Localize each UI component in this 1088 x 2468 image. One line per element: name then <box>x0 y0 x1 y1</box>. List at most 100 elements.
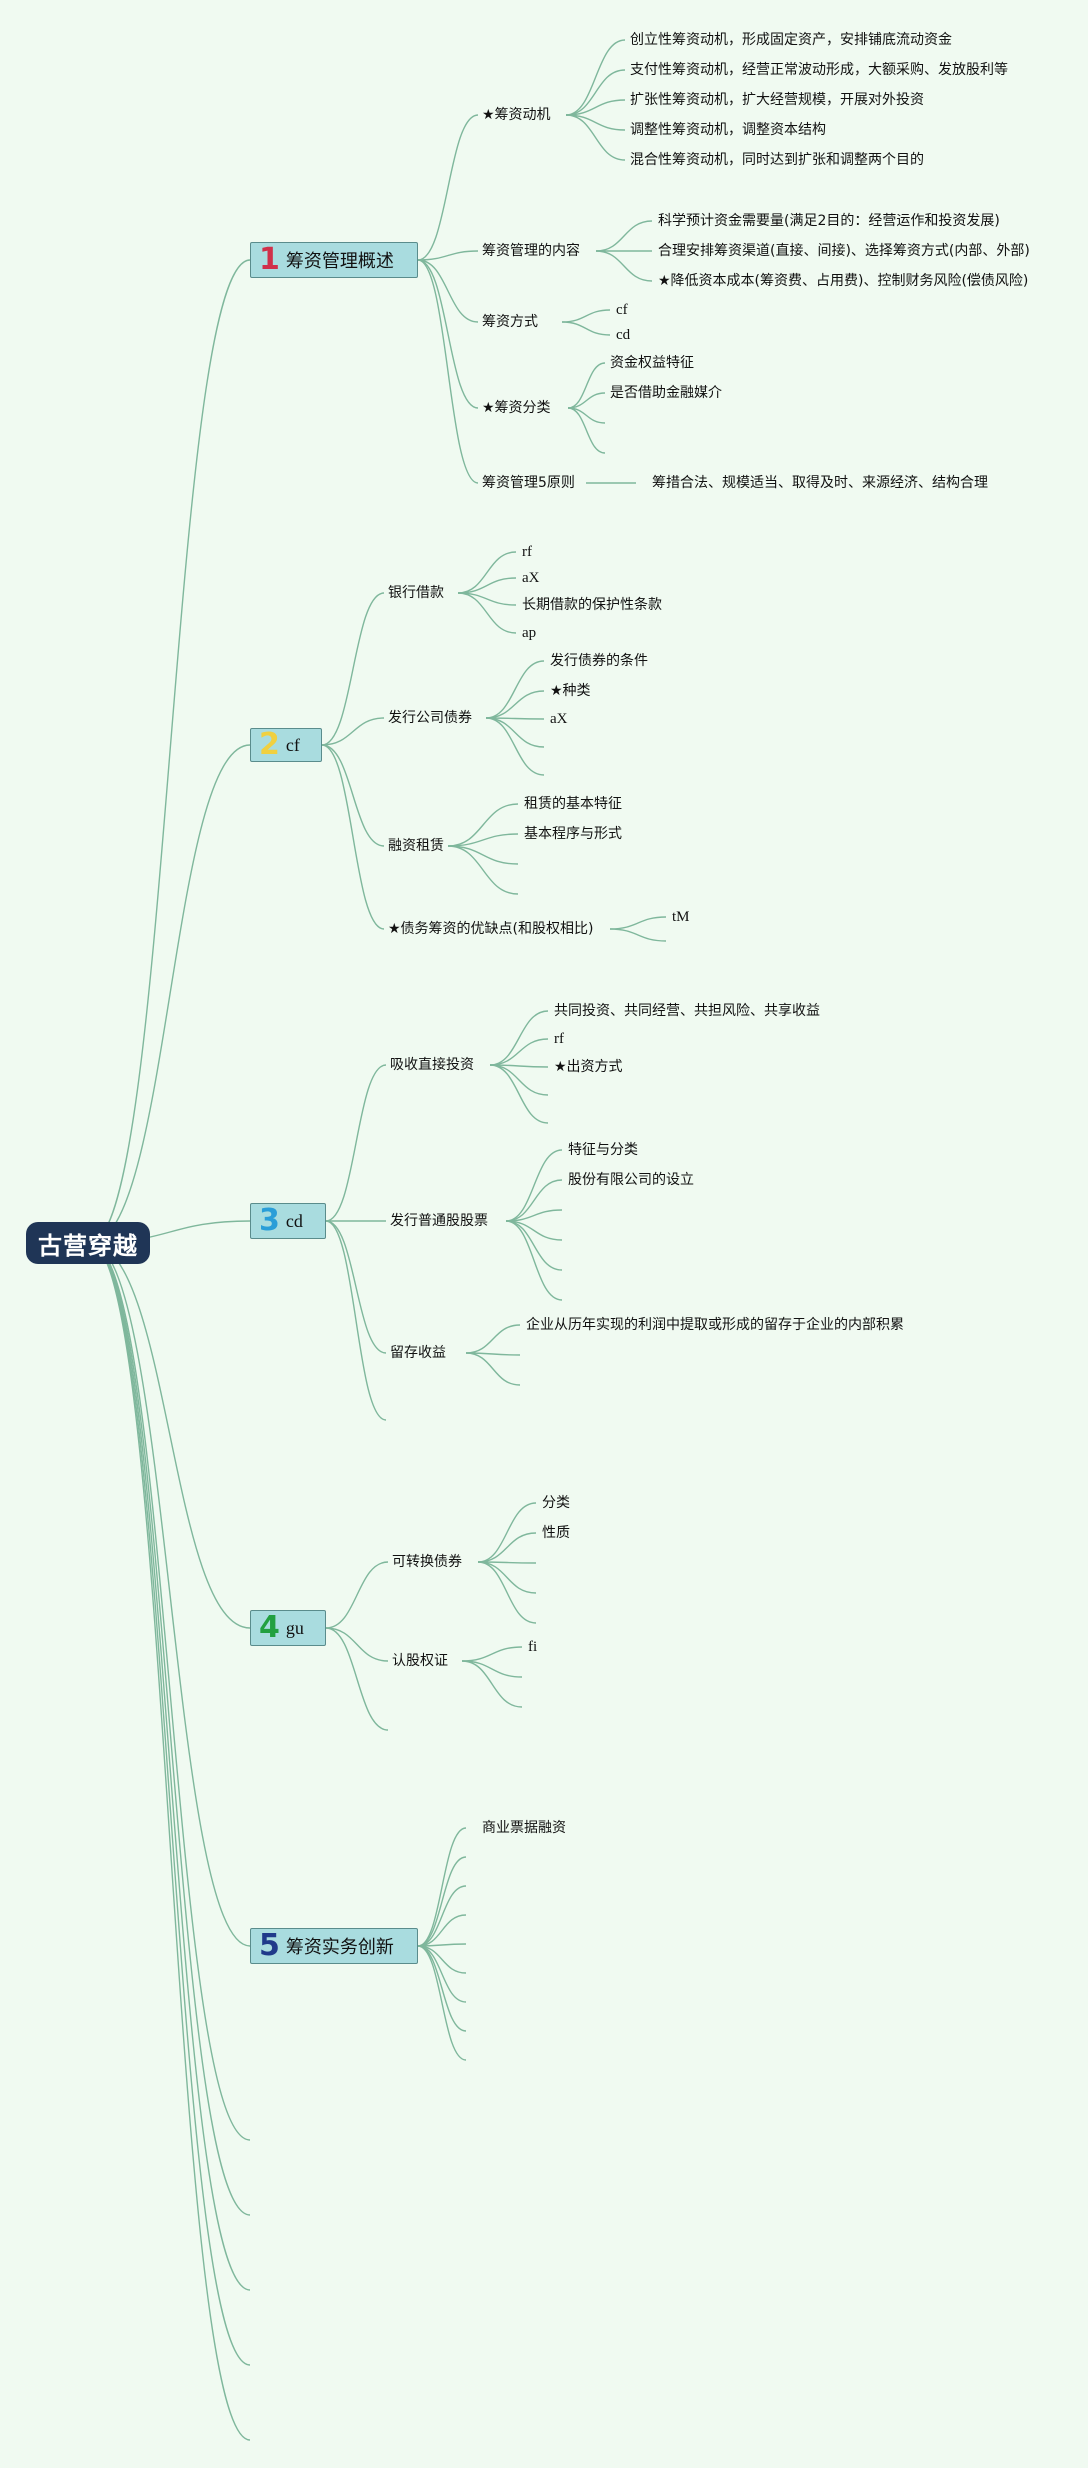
b4-child-warrants[interactable]: 认股权证 <box>392 1653 448 1669</box>
leaf-line <box>461 1646 523 1662</box>
leaf-line <box>505 1209 563 1222</box>
leaf-line <box>489 1038 549 1066</box>
leaf-line <box>567 362 606 409</box>
branch2-child-line <box>321 744 385 930</box>
b1-class-leaf: 资金权益特征 <box>610 355 694 371</box>
leaf-line <box>489 1064 549 1124</box>
leaf-line <box>561 321 611 336</box>
branch4-child-line <box>325 1561 389 1629</box>
leaf-line <box>465 1352 521 1386</box>
b1-class-leaf: 是否借助金融媒介 <box>610 385 722 401</box>
b2-child-bonds[interactable]: 发行公司债券 <box>388 710 472 726</box>
b2-bonds-leaf: aX <box>550 711 568 727</box>
branch-5-node[interactable]: 5 筹资实务创新 <box>250 1928 418 1964</box>
b2-pros-leaf: tM <box>672 909 690 925</box>
b1-child-classification[interactable]: ★筹资分类 <box>482 400 551 416</box>
branch-3-title: cd <box>285 1210 303 1231</box>
b3-child-direct-investment[interactable]: 吸收直接投资 <box>390 1057 474 1073</box>
leaf-line <box>485 717 545 776</box>
leaf-line <box>447 803 519 847</box>
branch-2-node[interactable]: 2 cf <box>250 728 322 762</box>
b3-retained-leaf: 企业从历年实现的利润中提取或形成的留存于企业的内部积累 <box>526 1317 904 1333</box>
b2-bonds-leaf: ★种类 <box>550 683 591 699</box>
leaf-line <box>567 407 606 454</box>
b2-bank-leaf: ap <box>522 625 537 641</box>
root-to-branch-line <box>89 1242 251 1629</box>
leaf-line <box>477 1502 537 1563</box>
b4-warrants-leaf: fi <box>528 1639 538 1655</box>
leaf-line <box>505 1149 563 1222</box>
root-to-collapsed-branch-line <box>89 1242 251 2366</box>
branch3-child-line <box>325 1220 387 1421</box>
leaf-line <box>565 99 626 116</box>
branch3-child-line <box>325 1220 387 1354</box>
b3-direct-leaf: 共同投资、共同经营、共担风险、共享收益 <box>554 1003 820 1019</box>
leaf-line <box>595 250 653 282</box>
branch5-child-line <box>417 1945 467 2003</box>
branch-1-title: 筹资管理概述 <box>285 251 394 271</box>
b1-child-content[interactable]: 筹资管理的内容 <box>482 243 580 259</box>
leaf-line <box>561 309 611 323</box>
leaf-line <box>477 1532 537 1563</box>
branch-2-number: 2 <box>259 727 280 762</box>
b3-stock-leaf: 股份有限公司的设立 <box>568 1172 694 1188</box>
leaf-line <box>461 1660 523 1678</box>
leaf-line <box>461 1660 523 1708</box>
root-to-collapsed-branch-line <box>89 1242 251 2216</box>
leaf-line <box>485 660 545 719</box>
branch1-child-line <box>417 259 479 484</box>
branch-4-node[interactable]: 4 gu <box>250 1610 326 1646</box>
b1-motivation-leaf: 扩张性筹资动机，扩大经营规模，开展对外投资 <box>630 92 924 108</box>
branch-1-node[interactable]: 1 筹资管理概述 <box>250 242 418 278</box>
b1-child-motivation[interactable]: ★筹资动机 <box>482 107 551 123</box>
branch5-child-line <box>417 1885 467 1947</box>
branch5-child-line <box>417 1827 467 1947</box>
b2-child-pros-cons[interactable]: ★债务筹资的优缺点(和股权相比) <box>388 921 594 937</box>
leaf-line <box>447 833 519 847</box>
b2-child-bank-loan[interactable]: 银行借款 <box>388 585 444 601</box>
b1-methods-leaf: cf <box>616 302 628 318</box>
b3-child-common-stock[interactable]: 发行普通股股票 <box>390 1213 488 1229</box>
b5-child-commercial-paper[interactable]: 商业票据融资 <box>482 1820 566 1836</box>
root-node[interactable]: 古营穿越 <box>26 1222 150 1264</box>
branch3-child-line <box>325 1064 387 1222</box>
leaf-line <box>447 845 519 865</box>
b1-content-leaf: 科学预计资金需要量(满足2目的：经营运作和投资发展) <box>658 213 1000 229</box>
root-to-collapsed-branch-line <box>89 1242 251 2441</box>
leaf-line <box>485 690 545 719</box>
branch2-child-line <box>321 717 385 746</box>
root-to-collapsed-branch-line <box>89 1242 251 2291</box>
leaf-line <box>489 1010 549 1066</box>
branch-3-number: 3 <box>259 1203 280 1238</box>
leaf-line <box>457 592 517 634</box>
root-to-branch-line <box>89 1242 251 1947</box>
leaf-line <box>609 928 667 942</box>
b3-direct-leaf: rf <box>554 1031 564 1047</box>
b4-convertible-leaf: 分类 <box>542 1495 570 1511</box>
b3-direct-leaf: ★出资方式 <box>554 1059 623 1075</box>
b2-bank-leaf: aX <box>522 570 540 586</box>
root-to-branch-line <box>89 259 251 1244</box>
b3-child-retained-earnings[interactable]: 留存收益 <box>390 1345 446 1361</box>
root-to-collapsed-branch-line <box>89 1242 251 2141</box>
branch4-child-line <box>325 1627 389 1662</box>
b4-child-convertible[interactable]: 可转换债券 <box>392 1554 462 1570</box>
b2-bank-leaf: 长期借款的保护性条款 <box>522 597 662 613</box>
leaf-line <box>567 392 606 409</box>
leaf-line <box>457 577 517 594</box>
b1-child-principles[interactable]: 筹资管理5原则 <box>482 475 575 491</box>
b1-motivation-leaf: 调整性筹资动机，调整资本结构 <box>630 122 826 138</box>
branch-2-title: cf <box>285 734 300 755</box>
branch-5-title: 筹资实务创新 <box>285 1937 394 1957</box>
leaf-line <box>505 1220 563 1271</box>
leaf-line <box>565 69 626 116</box>
branch-4-number: 4 <box>259 1610 280 1645</box>
branch-1-number: 1 <box>259 242 280 277</box>
branch5-child-line <box>417 1856 467 1947</box>
branch-3-node[interactable]: 3 cd <box>250 1203 326 1239</box>
b2-child-leasing[interactable]: 融资租赁 <box>388 838 444 854</box>
root-to-branch-line <box>89 744 251 1244</box>
b1-child-methods[interactable]: 筹资方式 <box>482 314 538 330</box>
